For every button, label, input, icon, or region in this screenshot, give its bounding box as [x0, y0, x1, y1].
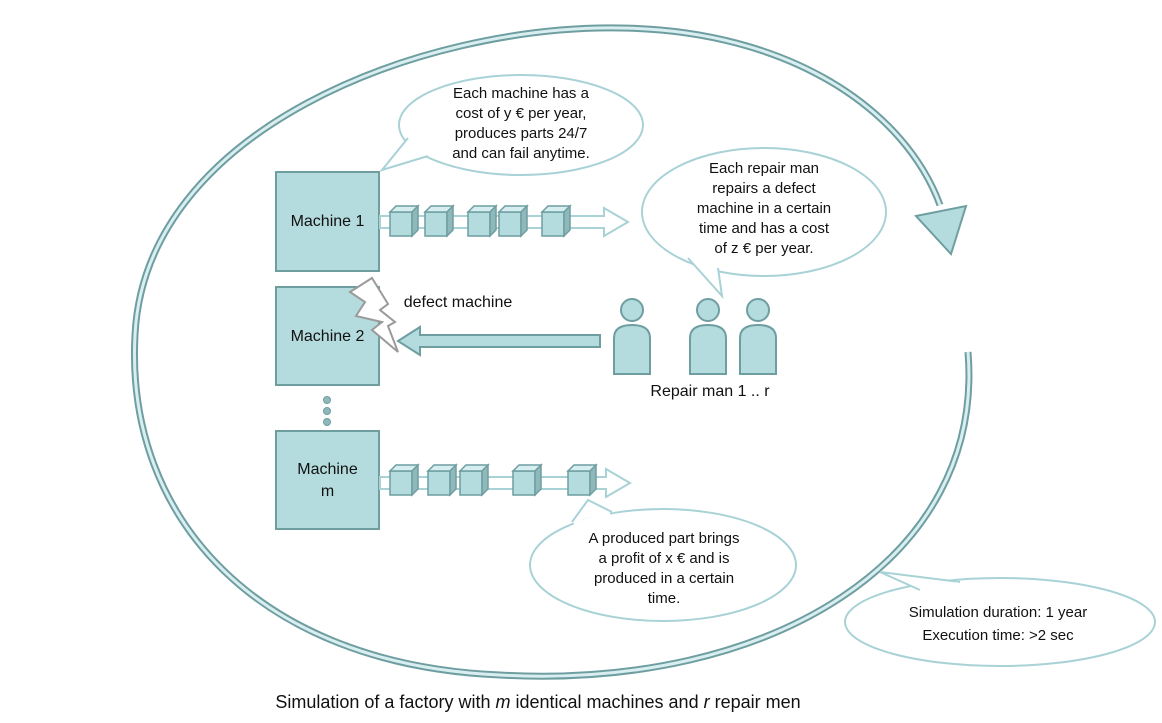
part-icon	[389, 205, 419, 237]
part-info-bubble	[529, 498, 797, 622]
simulation-text: Simulation duration: 1 year Execution ti…	[908, 604, 1088, 644]
cycle-arrowhead	[914, 204, 968, 256]
part-icon	[467, 205, 497, 237]
repair-arrow	[396, 325, 601, 357]
part-icon	[541, 205, 571, 237]
ellipsis-dots	[323, 396, 331, 426]
machine-m-label: Machine m	[297, 461, 358, 500]
machine-info-text: Each machine has a cost of y € per year,…	[452, 85, 590, 162]
part-icon	[512, 464, 542, 496]
part-icon	[498, 205, 528, 237]
repair-man-icon	[689, 298, 727, 375]
defect-machine-label: defect machine	[403, 294, 513, 311]
part-icon	[567, 464, 597, 496]
simulation-bubble	[844, 571, 1156, 667]
part-info-text: A produced part brings a profit of x € a…	[588, 530, 740, 607]
machine-1-box	[275, 171, 380, 272]
machine-info-bubble	[379, 74, 644, 176]
machine-2-box	[275, 286, 380, 386]
repair-man-icon	[739, 298, 777, 375]
repair-info-text: Each repair man repairs a defect machine…	[696, 160, 832, 257]
machine-m-box	[275, 430, 380, 530]
part-icon	[427, 464, 457, 496]
figure-caption: Simulation of a factory with m identical…	[275, 692, 801, 712]
machine-1-label: Machine 1	[290, 213, 365, 230]
part-icon	[424, 205, 454, 237]
part-icon	[459, 464, 489, 496]
repair-man-icon	[613, 298, 651, 375]
repair-info-bubble	[641, 147, 887, 300]
repair-men-label: Repair man 1 .. r	[650, 383, 770, 400]
lightning-icon	[348, 276, 399, 353]
machine-2-label: Machine 2	[290, 328, 365, 345]
part-icon	[389, 464, 419, 496]
